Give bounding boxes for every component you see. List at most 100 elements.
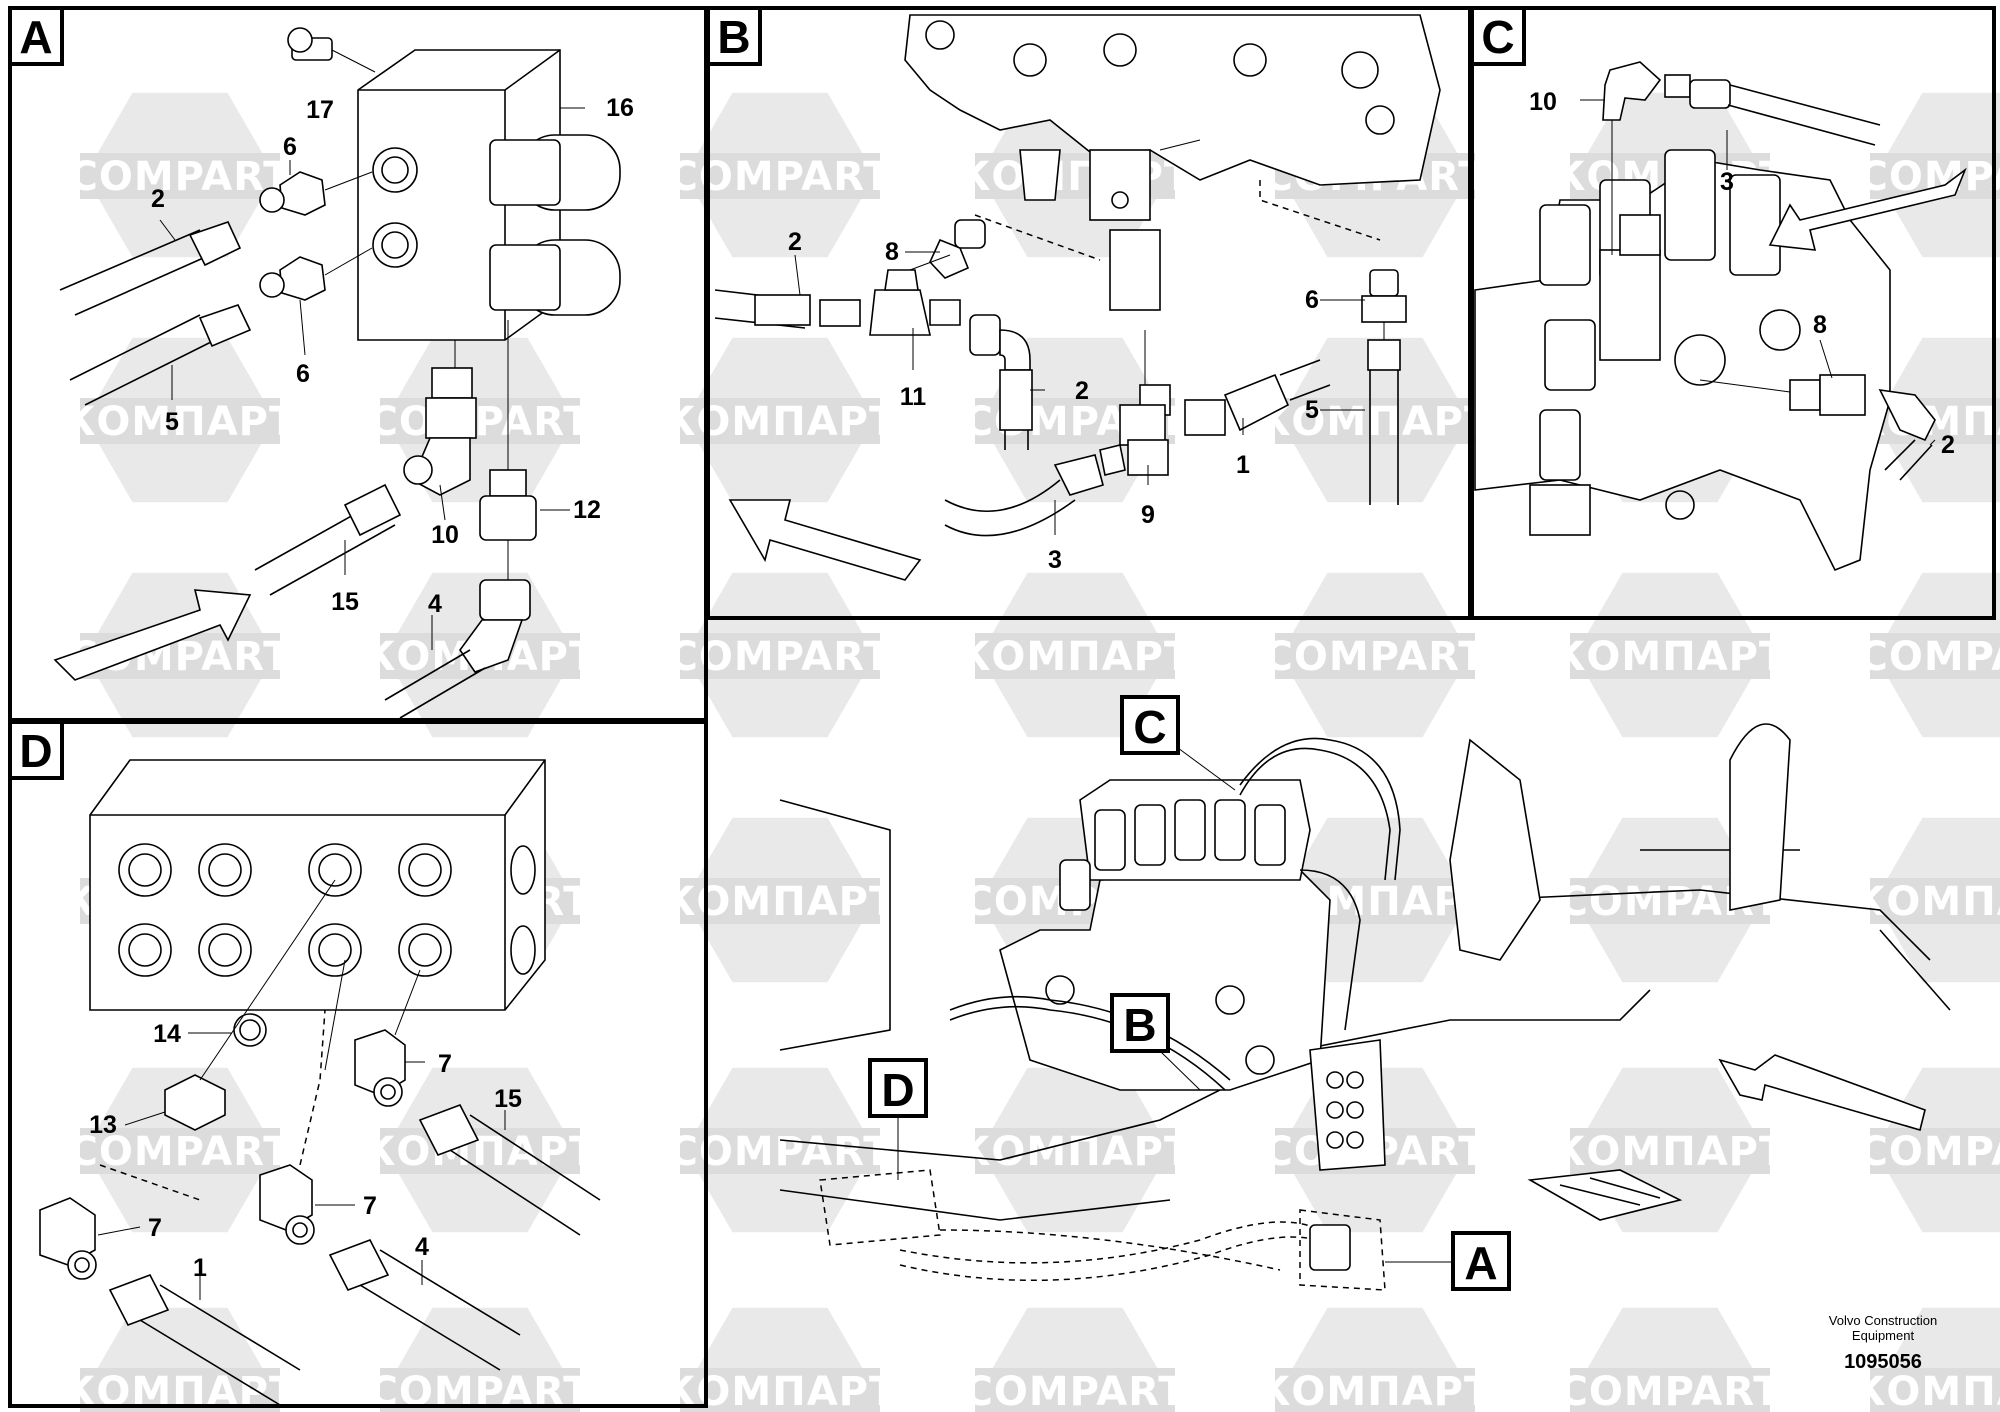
watermark-text: COMPART (1558, 1369, 1781, 1412)
watermark-tile: COMPART (1858, 92, 2000, 258)
callout-4: 4 (428, 590, 442, 618)
callouts-panel-a: 17 16 6 2 6 5 10 12 15 4 (151, 94, 634, 618)
block-ports (118, 843, 536, 977)
watermark-text: КОМПАРТ (363, 1129, 598, 1175)
callout-14: 14 (153, 1020, 181, 1048)
panel-letter-b: B (706, 6, 762, 66)
callout-12: 12 (573, 496, 601, 524)
watermark-tile: КОМПАРТ (1553, 572, 1786, 738)
watermark-tile: COMPART (368, 337, 591, 503)
panel-d-drawing (39, 759, 601, 1406)
callout-8: 8 (885, 238, 899, 266)
callout-3: 3 (1048, 546, 1062, 574)
svg-text:B: B (717, 11, 750, 63)
callout-7: 7 (148, 1214, 162, 1242)
watermark-text: COMPART (368, 399, 591, 445)
watermark-tile: COMPART (368, 1307, 591, 1412)
watermark-tile: COMPART (668, 1067, 891, 1233)
svg-text:C: C (1481, 11, 1514, 63)
watermark-text: COMPART (1858, 634, 2000, 680)
overview-label-b: B (1110, 993, 1201, 1091)
watermark-tile: КОМПАРТ (363, 1067, 598, 1233)
watermark-text: КОМПАРТ (663, 879, 898, 925)
svg-text:C: C (1133, 701, 1166, 753)
overview-label-d: D (868, 1058, 928, 1180)
watermark-tile: COMPART (68, 92, 291, 258)
svg-text:A: A (1464, 1237, 1497, 1289)
watermark-tile: COMPART (668, 92, 891, 258)
panel-letter-d: D (8, 720, 64, 780)
callout-11: 11 (900, 383, 927, 411)
watermark-text: КОМПАРТ (1853, 879, 2000, 925)
callout-6: 6 (296, 360, 310, 388)
watermark-text: КОМПАРТ (958, 634, 1193, 680)
panel-letter-a: A (8, 6, 64, 66)
svg-text:D: D (19, 725, 52, 777)
callout-15: 15 (331, 588, 359, 616)
document-number: 1095056 (1844, 1351, 1922, 1373)
watermark-tile: COMPART (963, 1307, 1186, 1412)
watermark-text: COMPART (963, 1369, 1186, 1412)
watermark-tile: COMPART (1558, 1307, 1781, 1412)
callout-2: 2 (151, 185, 165, 213)
callout-2: 2 (788, 228, 802, 256)
callout-2: 2 (1941, 431, 1955, 459)
watermark-text: КОМПАРТ (1553, 1129, 1788, 1175)
watermark-tile: КОМПАРТ (63, 1307, 296, 1412)
panel-b-drawing (714, 14, 1441, 581)
watermark-text: COMPART (668, 1129, 891, 1175)
callout-1: 1 (1236, 451, 1250, 479)
svg-text:A: A (19, 11, 52, 63)
credit-block: Volvo Construction Equipment 1095056 (1829, 1313, 1937, 1373)
watermark-text: КОМПАРТ (63, 399, 298, 445)
watermark-tile: COMPART (1858, 1067, 2000, 1233)
callout-10: 10 (1529, 88, 1557, 116)
watermark-text: КОМПАРТ (958, 1129, 1193, 1175)
callout-10: 10 (431, 521, 459, 549)
watermark-tile: COMPART (668, 572, 891, 738)
watermark-tile: КОМПАРТ (663, 817, 898, 983)
callout-13: 13 (89, 1111, 117, 1139)
watermark-text: КОМПАРТ (1853, 1369, 2000, 1412)
panel-c-drawing (1474, 61, 1967, 572)
callout-4: 4 (415, 1233, 429, 1261)
svg-text:B: B (1123, 999, 1156, 1051)
watermark-tile: КОМПАРТ (1258, 1307, 1493, 1412)
svg-text:D: D (881, 1064, 914, 1116)
watermark-text: COMPART (68, 154, 291, 200)
callouts-panel-b: 2 8 11 2 6 5 1 9 3 (788, 228, 1319, 574)
callout-5: 5 (165, 408, 179, 436)
watermark-text: КОМПАРТ (958, 154, 1193, 200)
watermark-tile: КОМПАРТ (1258, 337, 1493, 503)
watermark-text: COMPART (668, 154, 891, 200)
watermark-tile: КОМПАРТ (1853, 1307, 2000, 1412)
overview-label-c: C (1120, 695, 1236, 791)
watermark-tile: КОМПАРТ (663, 337, 898, 503)
callout-9: 9 (1141, 501, 1155, 529)
watermark-text: КОМПАРТ (663, 399, 898, 445)
watermark-tile: КОМПАРТ (958, 1067, 1193, 1233)
watermark-text: КОМПАРТ (1258, 1369, 1493, 1412)
callout-1: 1 (193, 1254, 207, 1282)
callout-16: 16 (606, 94, 634, 122)
credit-line-2: Equipment (1852, 1328, 1915, 1343)
callout-17: 17 (306, 96, 334, 124)
overview-drawing (779, 723, 1951, 1291)
watermark-text: COMPART (668, 634, 891, 680)
callout-15: 15 (494, 1085, 522, 1113)
callout-3: 3 (1720, 168, 1734, 196)
watermark-tile: КОМПАРТ (1853, 817, 2000, 983)
watermark-text: КОМПАРТ (1258, 399, 1493, 445)
panel-frames (8, 6, 1996, 1408)
overview-label-a: A (1385, 1231, 1511, 1291)
callouts-panel-c: 10 3 8 2 (1529, 88, 1955, 459)
panel-letter-c: C (1470, 6, 1526, 66)
callout-7: 7 (363, 1192, 377, 1220)
callout-6: 6 (1305, 286, 1319, 314)
watermark-tile: COMPART (68, 1067, 291, 1233)
credit-line-1: Volvo Construction (1829, 1313, 1937, 1328)
callout-6: 6 (283, 133, 297, 161)
callout-2: 2 (1075, 377, 1089, 405)
callout-5: 5 (1305, 396, 1319, 424)
